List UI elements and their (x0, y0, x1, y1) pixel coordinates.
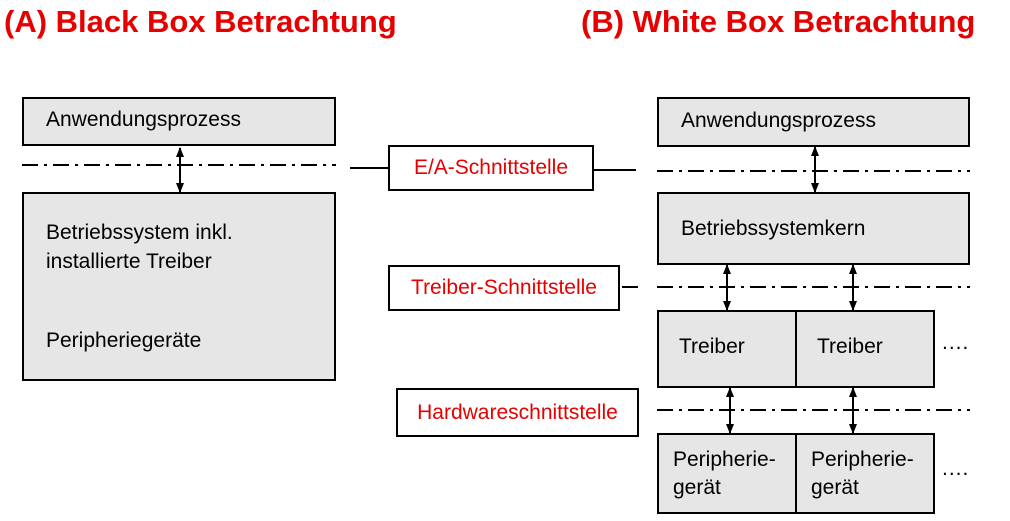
right-driver-box-2: Treiber (795, 310, 935, 388)
right-peripheral-label-2-line1: Peripherie- (811, 448, 914, 471)
right-driver-ellipsis: .... (942, 331, 970, 354)
right-peripheral-box-1: Peripherie- gerät (657, 433, 797, 514)
hardware-interface-label: Hardwareschnittstelle (396, 388, 639, 437)
left-peripherals-label: Peripheriegeräte (46, 329, 202, 352)
right-peripheral-label-2-line2: gerät (811, 476, 859, 499)
right-peripheral-label-1-line1: Peripherie- (673, 448, 776, 471)
right-peripheral-ellipsis: .... (942, 457, 970, 480)
ea-interface-label: E/A-Schnittstelle (388, 145, 594, 191)
right-driver-label-1: Treiber (679, 335, 745, 358)
driver-interface-label: Treiber-Schnittstelle (388, 265, 620, 311)
right-peripheral-label-1-line2: gerät (673, 476, 721, 499)
left-app-box: Anwendungsprozess (22, 97, 336, 146)
left-app-label: Anwendungsprozess (46, 108, 241, 131)
right-app-label: Anwendungsprozess (681, 109, 876, 132)
title-white-box: (B) White Box Betrachtung (581, 4, 976, 39)
right-kernel-box: Betriebssystemkern (657, 192, 970, 265)
right-driver-box-1: Treiber (657, 310, 797, 388)
right-app-box: Anwendungsprozess (657, 97, 970, 147)
right-driver-label-2: Treiber (817, 335, 883, 358)
right-kernel-label: Betriebssystemkern (681, 217, 866, 240)
left-os-box: Betriebssystem inkl. installierte Treibe… (22, 192, 336, 381)
left-os-label-line2: installierte Treiber (46, 250, 212, 273)
right-peripheral-box-2: Peripherie- gerät (795, 433, 935, 514)
title-black-box: (A) Black Box Betrachtung (4, 4, 397, 39)
left-os-label-line1: Betriebssystem inkl. (46, 221, 233, 244)
